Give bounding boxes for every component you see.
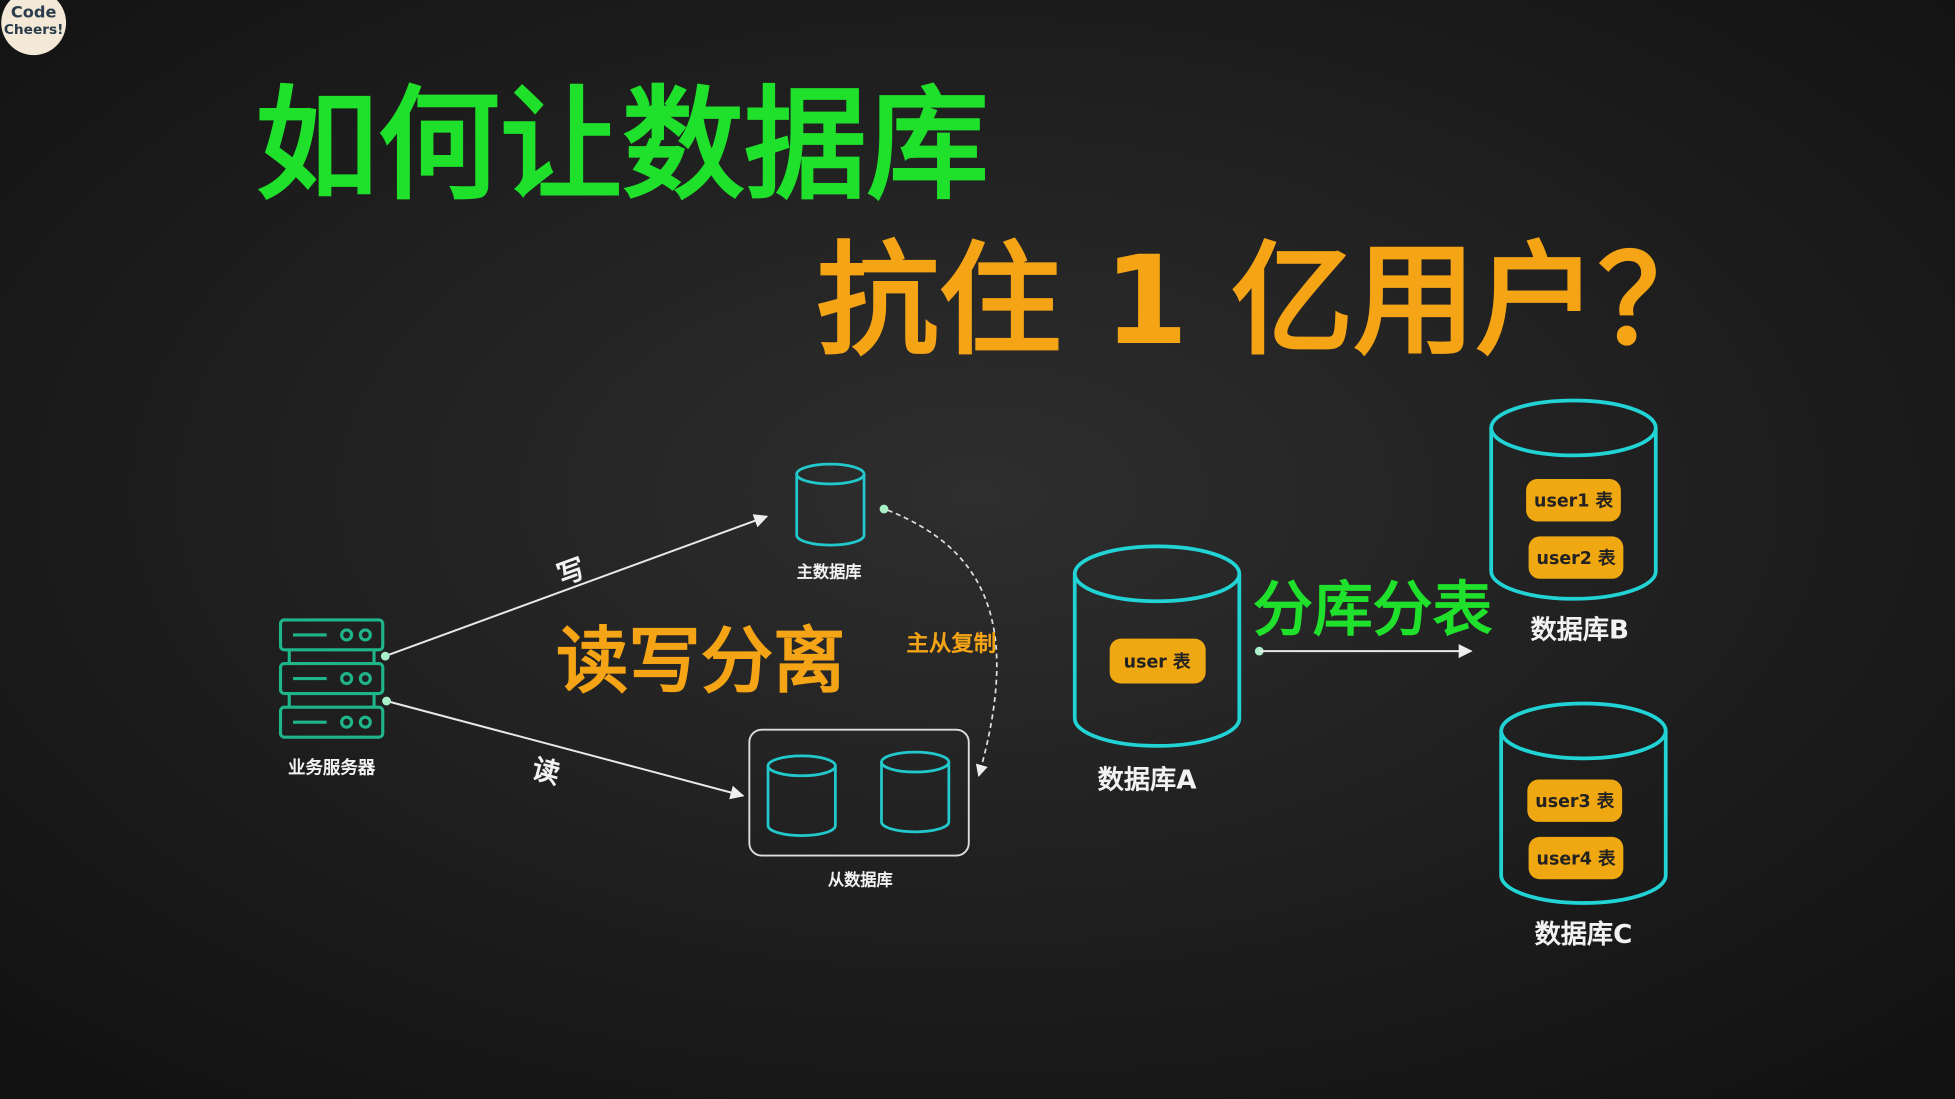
server-label: 业务服务器 — [288, 757, 376, 778]
read-write-split-heading: 读写分离 — [556, 620, 845, 704]
table-user1-label: user1 表 — [1534, 490, 1613, 511]
master-database-icon — [795, 462, 866, 547]
database-c-icon — [1499, 701, 1668, 905]
table-badge-user3 — [1527, 779, 1623, 822]
replication-label: 主从复制 — [906, 631, 996, 657]
table-user3-label: user3 表 — [1535, 791, 1614, 812]
table-badge-user1 — [1526, 479, 1621, 522]
master-db-label: 主数据库 — [797, 563, 862, 582]
title-line-1: 如何让数据库 — [256, 74, 989, 216]
database-a-icon — [1072, 544, 1242, 748]
server-icon — [278, 618, 385, 739]
code-cheers-logo: Code Cheers! — [1, 0, 67, 56]
svg-text:Cheers!: Cheers! — [4, 22, 64, 38]
table-badge-user4 — [1528, 836, 1624, 880]
slave-db-group — [748, 728, 970, 857]
sharding-heading: 分库分表 — [1253, 575, 1492, 645]
table-user-label: user 表 — [1124, 651, 1191, 672]
database-b-label: 数据库B — [1530, 616, 1628, 646]
table-user2-label: user2 表 — [1537, 548, 1616, 569]
table-badge-user2 — [1528, 536, 1624, 579]
replication-arrow — [887, 509, 998, 777]
svg-text:Code: Code — [11, 3, 57, 22]
table-user4-label: user4 表 — [1537, 848, 1616, 869]
table-badge-user — [1109, 638, 1206, 684]
database-b-icon — [1489, 398, 1658, 601]
read-arrow — [386, 700, 745, 800]
database-a-label: 数据库A — [1098, 765, 1198, 795]
title-line-2: 抗住 1 亿用户？ — [817, 230, 1720, 372]
slave-database-icon — [766, 750, 951, 838]
database-c-label: 数据库C — [1535, 920, 1633, 950]
write-arrow — [384, 514, 769, 658]
slave-db-label: 从数据库 — [828, 871, 893, 890]
